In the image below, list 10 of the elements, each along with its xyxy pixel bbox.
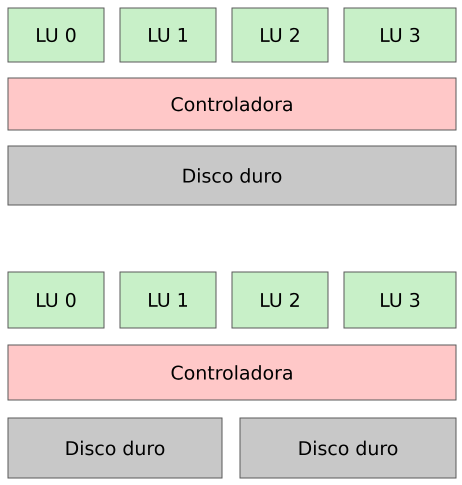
controller-bar: Controladora <box>8 344 456 400</box>
controller-bar: Controladora <box>8 78 456 130</box>
logical-unit-box: LU 3 <box>344 272 456 328</box>
logical-unit-box: LU 1 <box>120 272 216 328</box>
logical-unit-box: LU 0 <box>8 272 104 328</box>
logical-unit-box: LU 3 <box>344 8 456 62</box>
logical-unit-box: LU 1 <box>120 8 216 62</box>
logical-unit-box: LU 2 <box>232 8 328 62</box>
logical-unit-box: LU 0 <box>8 8 104 62</box>
logical-unit-box: LU 2 <box>232 272 328 328</box>
